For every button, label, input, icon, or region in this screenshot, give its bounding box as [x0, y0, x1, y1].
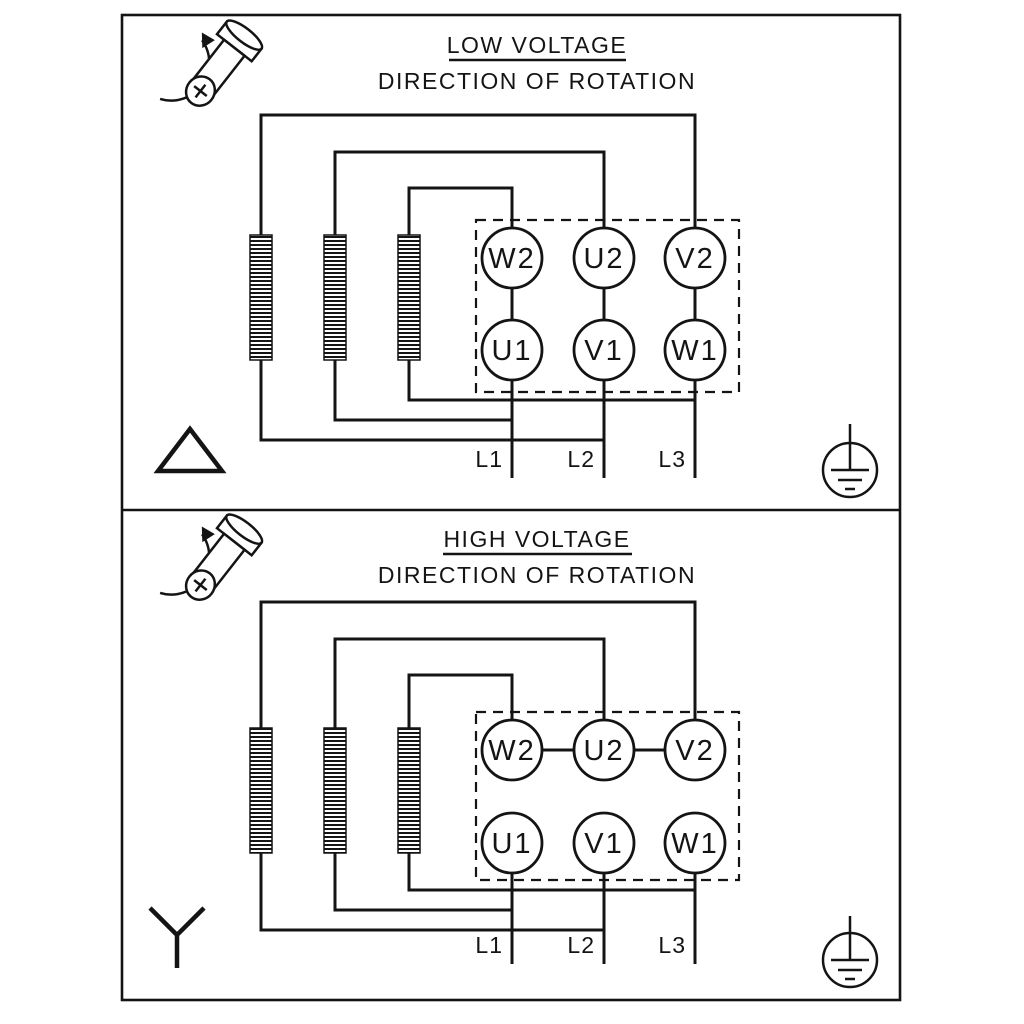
shaft-face-cross-v — [194, 84, 207, 99]
terminal-circle — [480, 318, 544, 382]
rotation-arrowhead — [201, 526, 215, 543]
terminal-label: V1 — [584, 828, 623, 860]
terminal-circle — [480, 718, 544, 782]
earth-ground-icon — [821, 424, 879, 499]
outer-border — [120, 13, 902, 1002]
panel-title: LOW VOLTAGE — [447, 32, 628, 58]
terminal-V2: V2 — [663, 226, 727, 290]
terminal-label: U2 — [583, 243, 624, 275]
delta-connection-icon — [153, 425, 227, 474]
terminal-V2: V2 — [663, 718, 727, 782]
terminal-circle — [572, 811, 636, 875]
winding-coil-3 — [397, 234, 421, 361]
terminal-U1: U1 — [480, 318, 544, 382]
terminal-circle — [663, 226, 727, 290]
terminal-U1: U1 — [480, 811, 544, 875]
terminal-U2: U2 — [572, 226, 636, 290]
shaft-face-cross-v — [194, 578, 207, 593]
terminal-W2: W2 — [480, 226, 544, 290]
high-voltage-panel: HIGH VOLTAGE DIRECTION OF ROTATION — [148, 513, 879, 989]
wire-coil3-to-W1 — [407, 360, 695, 402]
wire-coil3-to-W2 — [407, 186, 514, 235]
terminal-W2: W2 — [480, 718, 544, 782]
terminal-W1: W1 — [663, 811, 727, 875]
terminal-label: U1 — [491, 335, 532, 367]
terminal-circle — [480, 226, 544, 290]
wire-coil2-to-U1 — [333, 853, 512, 912]
panel-title: HIGH VOLTAGE — [443, 526, 630, 552]
terminal-circle — [663, 811, 727, 875]
wire-coil2-to-U2 — [333, 637, 606, 728]
wire-coil1-to-V2 — [259, 113, 697, 235]
terminal-label: W2 — [488, 735, 536, 767]
terminal-circle — [572, 318, 636, 382]
winding-coil-1 — [249, 727, 273, 854]
wire-coil2-to-U1 — [333, 360, 512, 422]
winding-coil-2 — [323, 727, 347, 854]
wire-coil1-to-V1 — [259, 853, 604, 932]
terminal-W1: W1 — [663, 318, 727, 382]
terminal-V1: V1 — [572, 811, 636, 875]
supply-line-label-L3: L3 — [658, 932, 686, 958]
terminal-label: V1 — [584, 335, 623, 367]
terminal-circle — [572, 718, 636, 782]
terminal-label: W1 — [671, 828, 719, 860]
terminal-circle — [663, 318, 727, 382]
terminal-box-outline — [474, 710, 741, 882]
motor-windings — [249, 234, 421, 361]
panel-subtitle: DIRECTION OF ROTATION — [378, 68, 696, 94]
wire-coil3-to-W2 — [407, 673, 514, 728]
rotating-shaft-icon — [159, 19, 264, 107]
winding-wires — [259, 113, 697, 478]
wire-coil1-to-V1 — [259, 360, 604, 442]
terminals: W2 U2 V2 U1 V1 W1 — [480, 718, 727, 875]
terminal-circle — [572, 226, 636, 290]
terminal-box-outline — [474, 218, 741, 394]
terminal-label: U1 — [491, 828, 532, 860]
wire-coil3-to-W1 — [407, 853, 695, 892]
panel-subtitle: DIRECTION OF ROTATION — [378, 562, 696, 588]
terminal-circle — [480, 811, 544, 875]
supply-line-label-L3: L3 — [658, 446, 686, 472]
winding-coil-2 — [323, 234, 347, 361]
terminal-label: U2 — [583, 735, 624, 767]
terminal-U2: U2 — [572, 718, 636, 782]
supply-line-label-L2: L2 — [567, 446, 595, 472]
wire-coil1-to-V2 — [259, 600, 697, 728]
terminal-label: V2 — [675, 735, 714, 767]
winding-coil-3 — [397, 727, 421, 854]
motor-windings — [249, 727, 421, 854]
earth-ground-icon — [821, 916, 879, 989]
terminals: W2 U2 V2 U1 V1 W1 — [480, 226, 727, 382]
shaft-collar-top — [225, 19, 264, 52]
ground-circle — [821, 931, 879, 989]
rotation-arrowhead — [201, 32, 215, 49]
supply-line-label-L1: L1 — [475, 446, 503, 472]
terminal-label: V2 — [675, 243, 714, 275]
terminal-circle — [663, 718, 727, 782]
rotating-shaft-icon — [159, 513, 264, 601]
star-connection-icon — [148, 906, 206, 968]
shaft-collar-top — [225, 513, 264, 546]
terminal-label: W2 — [488, 243, 536, 275]
supply-line-label-L2: L2 — [567, 932, 595, 958]
terminal-label: W1 — [671, 335, 719, 367]
wire-coil2-to-U2 — [333, 150, 606, 235]
winding-wires — [259, 600, 697, 964]
terminal-V1: V1 — [572, 318, 636, 382]
ground-circle — [821, 441, 879, 499]
low-voltage-panel: LOW VOLTAGE DIRECTION OF ROTATION — [153, 19, 879, 499]
winding-coil-1 — [249, 234, 273, 361]
supply-line-label-L1: L1 — [475, 932, 503, 958]
